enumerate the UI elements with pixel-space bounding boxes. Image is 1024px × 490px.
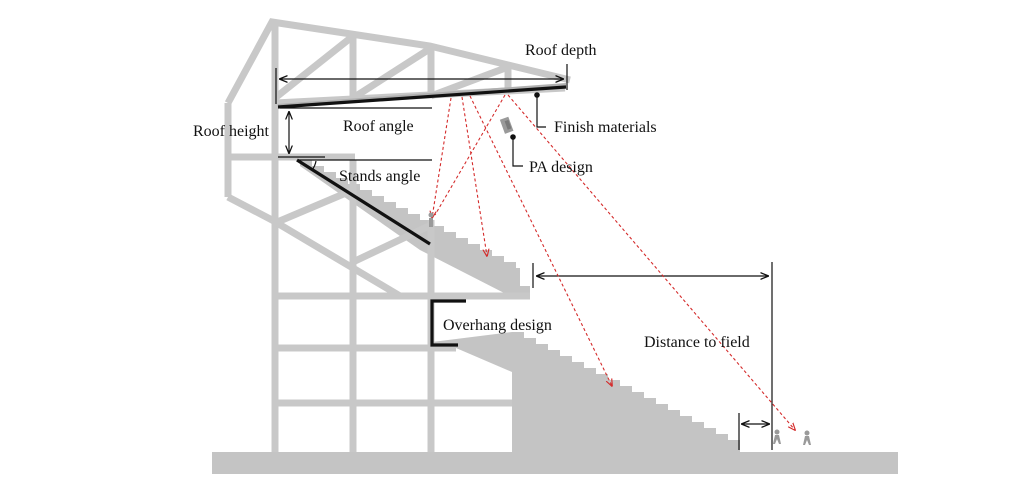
ground-slab	[212, 452, 898, 474]
overhang-bracket	[430, 299, 466, 347]
distance-to-field-dimension	[532, 262, 773, 450]
stands-angle-reference	[298, 159, 432, 171]
field-edge-dimension	[738, 413, 769, 450]
roof-underside	[277, 85, 567, 109]
distance-to-field-label: Distance to field	[644, 334, 750, 351]
pa-design-label: PA design	[529, 159, 593, 176]
roof-depth-label: Roof depth	[525, 42, 597, 59]
roof-height-label: Roof height	[193, 123, 270, 140]
spectator-figure-icon	[428, 212, 434, 227]
stands-angle-label: Stands angle	[339, 168, 420, 185]
sound-rays	[432, 94, 795, 430]
finish-materials-dot	[534, 92, 540, 98]
finish-materials-label: Finish materials	[554, 119, 657, 136]
pa-design-dot	[510, 134, 516, 140]
finish-materials-leader	[536, 95, 546, 128]
pa-design-leader	[512, 137, 523, 167]
roof-angle-label: Roof angle	[343, 118, 414, 135]
overhang-design-label: Overhang design	[443, 317, 552, 334]
upper-tier-stands	[300, 160, 530, 296]
lower-tier-slab	[432, 332, 512, 372]
roof-height-dimension	[278, 112, 325, 158]
stands-slope-line	[296, 158, 431, 246]
speaker-icon	[499, 116, 514, 134]
player-figure-icon	[773, 429, 811, 445]
lower-tier-stands	[512, 332, 740, 452]
roof-depth-dimension	[275, 64, 568, 104]
